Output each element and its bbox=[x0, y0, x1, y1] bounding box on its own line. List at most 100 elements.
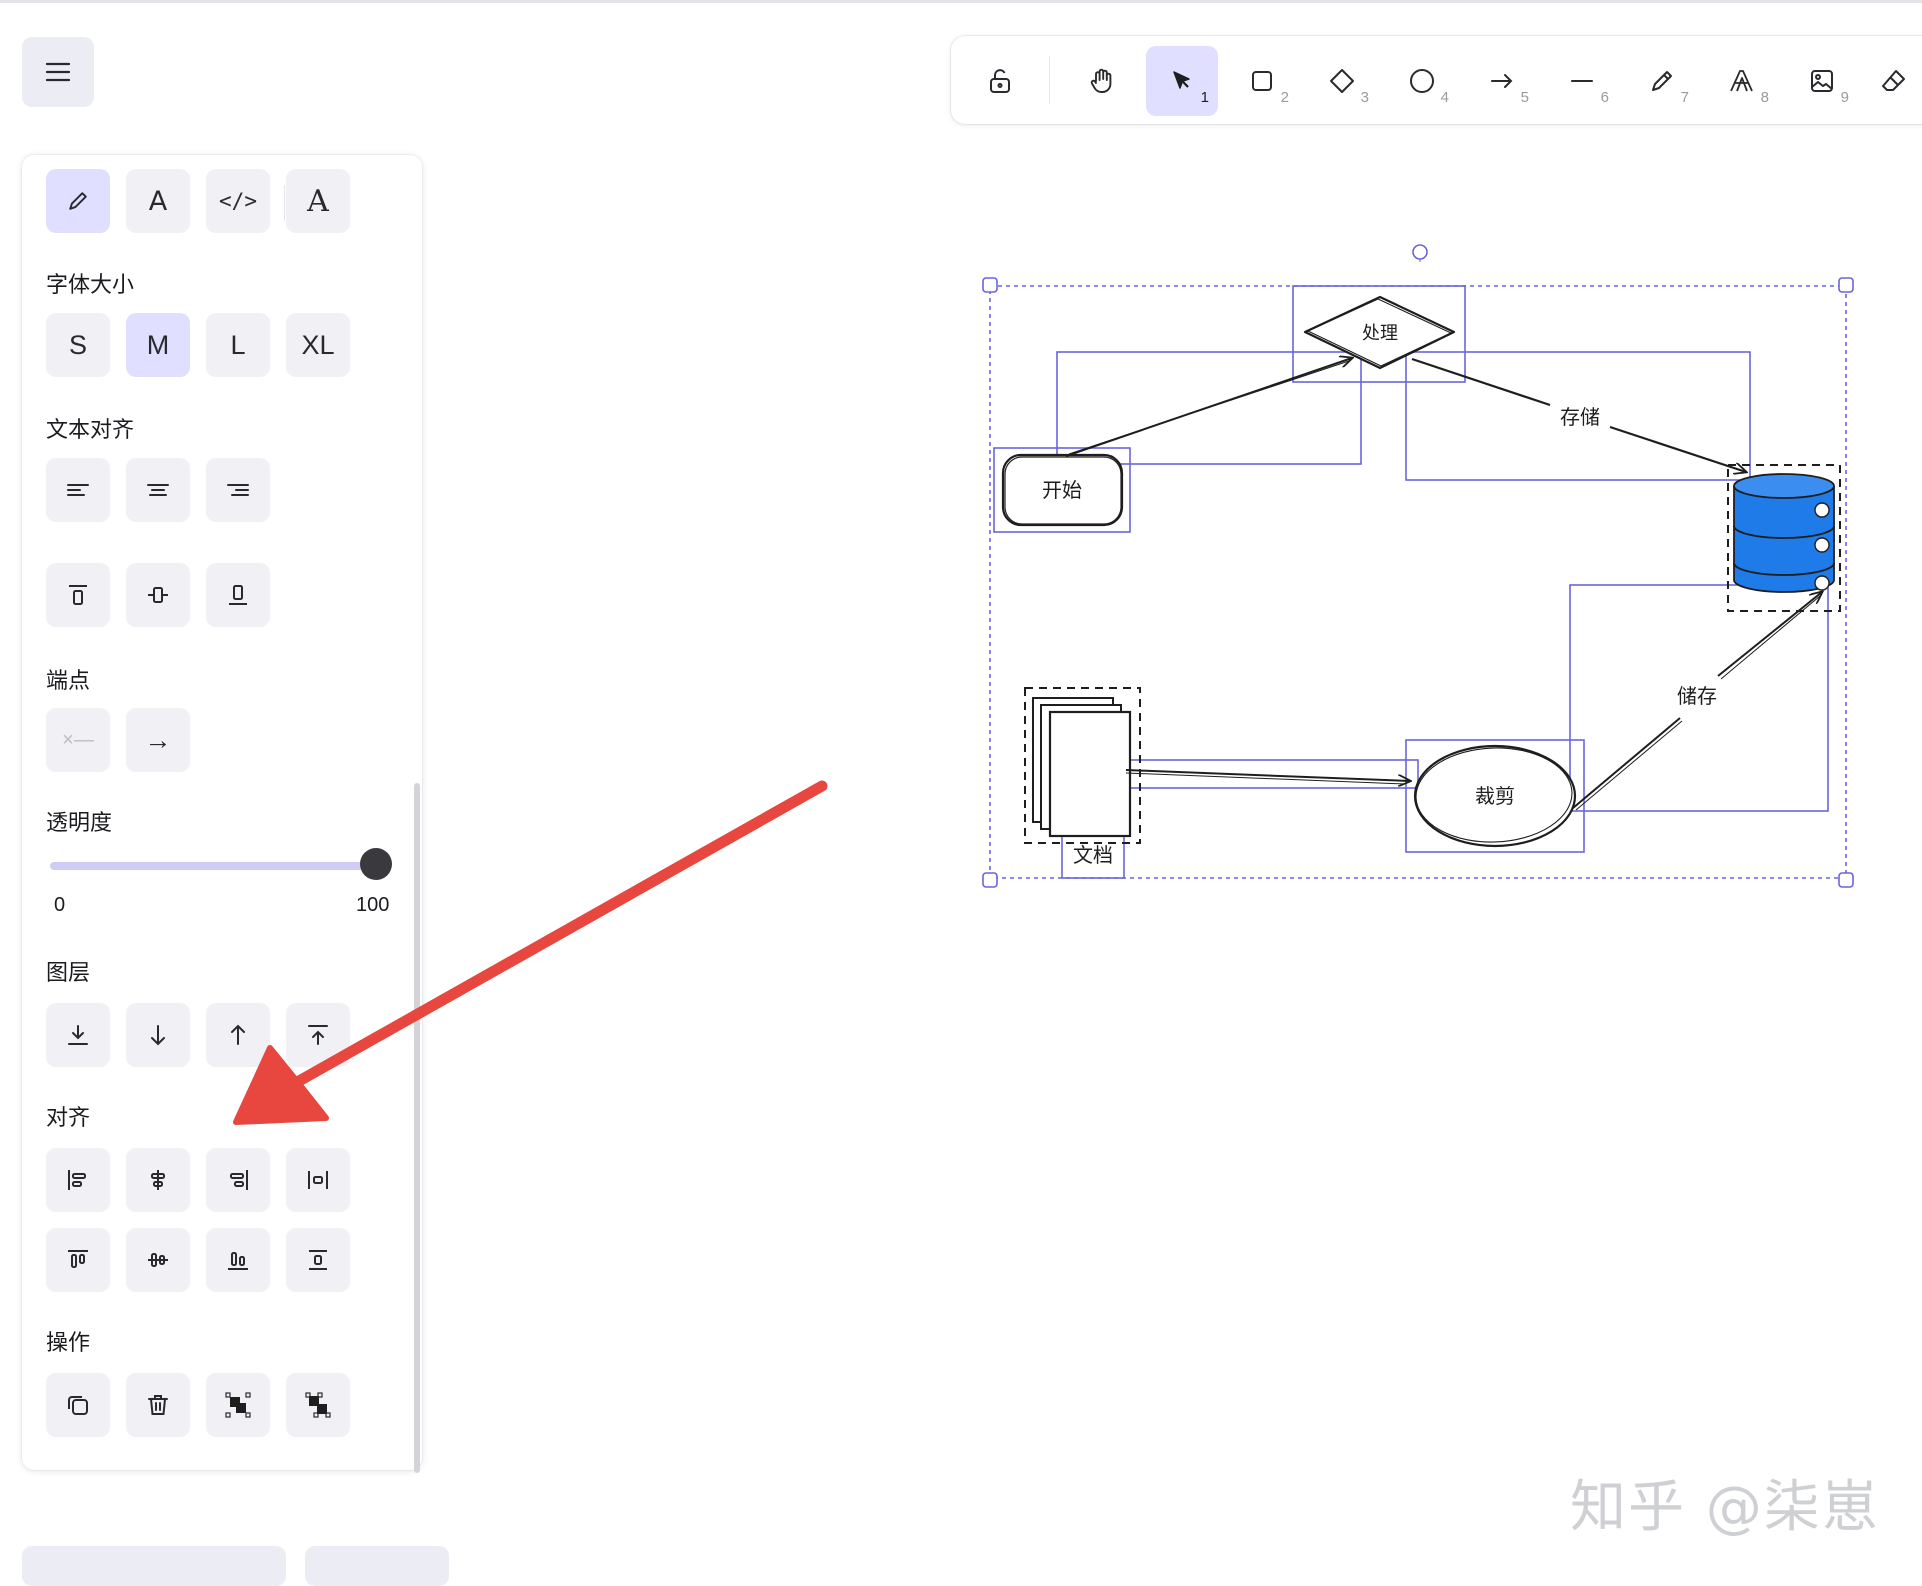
font-size-s-button[interactable]: S bbox=[46, 313, 110, 377]
start-node-label: 开始 bbox=[1042, 478, 1082, 502]
opacity-title: 透明度 bbox=[46, 810, 113, 835]
send-to-back-icon bbox=[68, 1025, 88, 1045]
font-size-label: S bbox=[68, 329, 87, 360]
align-center-button[interactable] bbox=[126, 458, 190, 522]
align-left-button[interactable] bbox=[46, 458, 110, 522]
hand-tool-button[interactable] bbox=[1066, 46, 1138, 116]
undo-redo-controls[interactable] bbox=[305, 1546, 449, 1586]
arrow-up-icon bbox=[231, 1024, 245, 1045]
align-top-edges-button[interactable] bbox=[46, 1228, 110, 1292]
line-tool-button[interactable]: 6 bbox=[1546, 46, 1618, 116]
distribute-horizontal-icon bbox=[308, 1171, 328, 1189]
distribute-horizontal-button[interactable] bbox=[286, 1148, 350, 1212]
arrow-start-to-process[interactable] bbox=[1065, 358, 1352, 457]
hamburger-icon bbox=[45, 62, 71, 82]
unlock-icon bbox=[990, 69, 1010, 93]
arrow-tool-button[interactable]: 5 bbox=[1466, 46, 1538, 116]
align-right-button[interactable] bbox=[206, 458, 270, 522]
zoom-controls[interactable] bbox=[22, 1546, 286, 1586]
opacity-slider-track[interactable] bbox=[50, 862, 386, 870]
diamond-tool-button[interactable]: 3 bbox=[1306, 46, 1378, 116]
endpoint-arrow-label: → bbox=[144, 724, 172, 755]
hand-icon bbox=[1090, 68, 1112, 93]
tool-shortcut: 8 bbox=[1760, 89, 1769, 106]
resize-handle-sw[interactable] bbox=[982, 872, 998, 888]
font-size-xl-button[interactable]: XL bbox=[286, 313, 350, 377]
ellipse-tool-button[interactable]: 4 bbox=[1386, 46, 1458, 116]
eraser-icon bbox=[1882, 70, 1905, 91]
font-size-l-button[interactable]: L bbox=[206, 313, 270, 377]
endpoint-arrow-button[interactable]: → bbox=[126, 708, 190, 772]
main-menu-button[interactable] bbox=[22, 37, 94, 107]
image-tool-button[interactable]: 9 bbox=[1786, 46, 1858, 116]
panel-scrollbar[interactable] bbox=[414, 783, 420, 1473]
bring-to-front-button[interactable] bbox=[286, 1003, 350, 1067]
document-node[interactable]: 文档 bbox=[1024, 687, 1141, 867]
resize-handle-se[interactable] bbox=[1838, 872, 1854, 888]
group-button[interactable] bbox=[206, 1373, 270, 1437]
align-left-edges-button[interactable] bbox=[46, 1148, 110, 1212]
arrow-process-to-database[interactable]: 存储 bbox=[1411, 357, 1746, 472]
start-node[interactable]: 开始 bbox=[1001, 453, 1124, 527]
lock-tool-button[interactable] bbox=[964, 46, 1036, 116]
endpoint-none-button[interactable]: ×— bbox=[46, 708, 110, 772]
align-horizontal-center-button[interactable] bbox=[126, 1148, 190, 1212]
arrow-icon bbox=[1491, 74, 1513, 88]
vertical-align-top-button[interactable] bbox=[46, 563, 110, 627]
vertical-align-bottom-button[interactable] bbox=[206, 563, 270, 627]
distribute-vertical-button[interactable] bbox=[286, 1228, 350, 1292]
vertical-align-bottom-icon bbox=[229, 585, 247, 605]
text-icon bbox=[1730, 70, 1753, 92]
resize-handle-nw[interactable] bbox=[982, 277, 998, 293]
endpoint-none-label: ×— bbox=[62, 728, 94, 751]
duplicate-icon bbox=[68, 1396, 88, 1415]
trash-icon bbox=[148, 1395, 168, 1415]
crop-node-label: 裁剪 bbox=[1475, 784, 1515, 808]
font-size-label: XL bbox=[301, 329, 335, 360]
opacity-slider-thumb[interactable] bbox=[360, 848, 392, 880]
tool-shortcut: 6 bbox=[1600, 89, 1609, 106]
font-normal-label: A bbox=[148, 185, 168, 217]
font-more-label: A bbox=[307, 183, 329, 219]
document-node-label: 文档 bbox=[1073, 843, 1113, 867]
database-node[interactable] bbox=[1727, 464, 1841, 612]
layers-title: 图层 bbox=[46, 960, 91, 985]
element-selection-outlines bbox=[993, 285, 1829, 879]
align-bottom-edges-button[interactable] bbox=[206, 1228, 270, 1292]
align-vertical-center-button[interactable] bbox=[126, 1228, 190, 1292]
font-hand-drawn-button[interactable] bbox=[46, 169, 110, 233]
vertical-align-middle-button[interactable] bbox=[126, 563, 190, 627]
tool-shortcut: 7 bbox=[1680, 89, 1689, 106]
arrow-crop-to-database[interactable]: 储存 bbox=[1572, 592, 1822, 811]
draw-tool-button[interactable]: 7 bbox=[1626, 46, 1698, 116]
bring-forward-button[interactable] bbox=[206, 1003, 270, 1067]
font-more-button[interactable]: A bbox=[286, 169, 350, 233]
send-to-back-button[interactable] bbox=[46, 1003, 110, 1067]
align-top-icon bbox=[68, 1250, 88, 1268]
store-edge-label: 存储 bbox=[1560, 405, 1600, 429]
arrow-document-to-crop[interactable] bbox=[1125, 769, 1410, 784]
circle-icon bbox=[1410, 69, 1434, 93]
duplicate-button[interactable] bbox=[46, 1373, 110, 1437]
rectangle-tool-button[interactable]: 2 bbox=[1226, 46, 1298, 116]
process-node-label: 处理 bbox=[1362, 323, 1398, 344]
rotation-handle[interactable] bbox=[1412, 244, 1428, 260]
group-icon bbox=[225, 1392, 251, 1418]
font-size-m-button[interactable]: M bbox=[126, 313, 190, 377]
text-tool-button[interactable]: 8 bbox=[1706, 46, 1778, 116]
ungroup-button[interactable] bbox=[286, 1373, 350, 1437]
font-code-button[interactable]: </> bbox=[206, 169, 270, 233]
line-icon bbox=[1571, 80, 1593, 82]
diagram-canvas[interactable]: 开始 处理 存储 文档 裁 bbox=[960, 230, 1860, 910]
crop-node[interactable]: 裁剪 bbox=[1413, 744, 1577, 848]
delete-button[interactable] bbox=[126, 1373, 190, 1437]
eraser-tool-button[interactable] bbox=[1866, 46, 1921, 116]
align-right-edges-button[interactable] bbox=[206, 1148, 270, 1212]
font-normal-button[interactable]: A bbox=[126, 169, 190, 233]
resize-handle-ne[interactable] bbox=[1838, 277, 1854, 293]
image-icon bbox=[1811, 70, 1833, 92]
selection-tool-button[interactable]: 1 bbox=[1146, 46, 1218, 116]
process-node[interactable]: 处理 bbox=[1303, 295, 1456, 370]
send-backward-button[interactable] bbox=[126, 1003, 190, 1067]
align-bottom-icon bbox=[228, 1252, 248, 1270]
